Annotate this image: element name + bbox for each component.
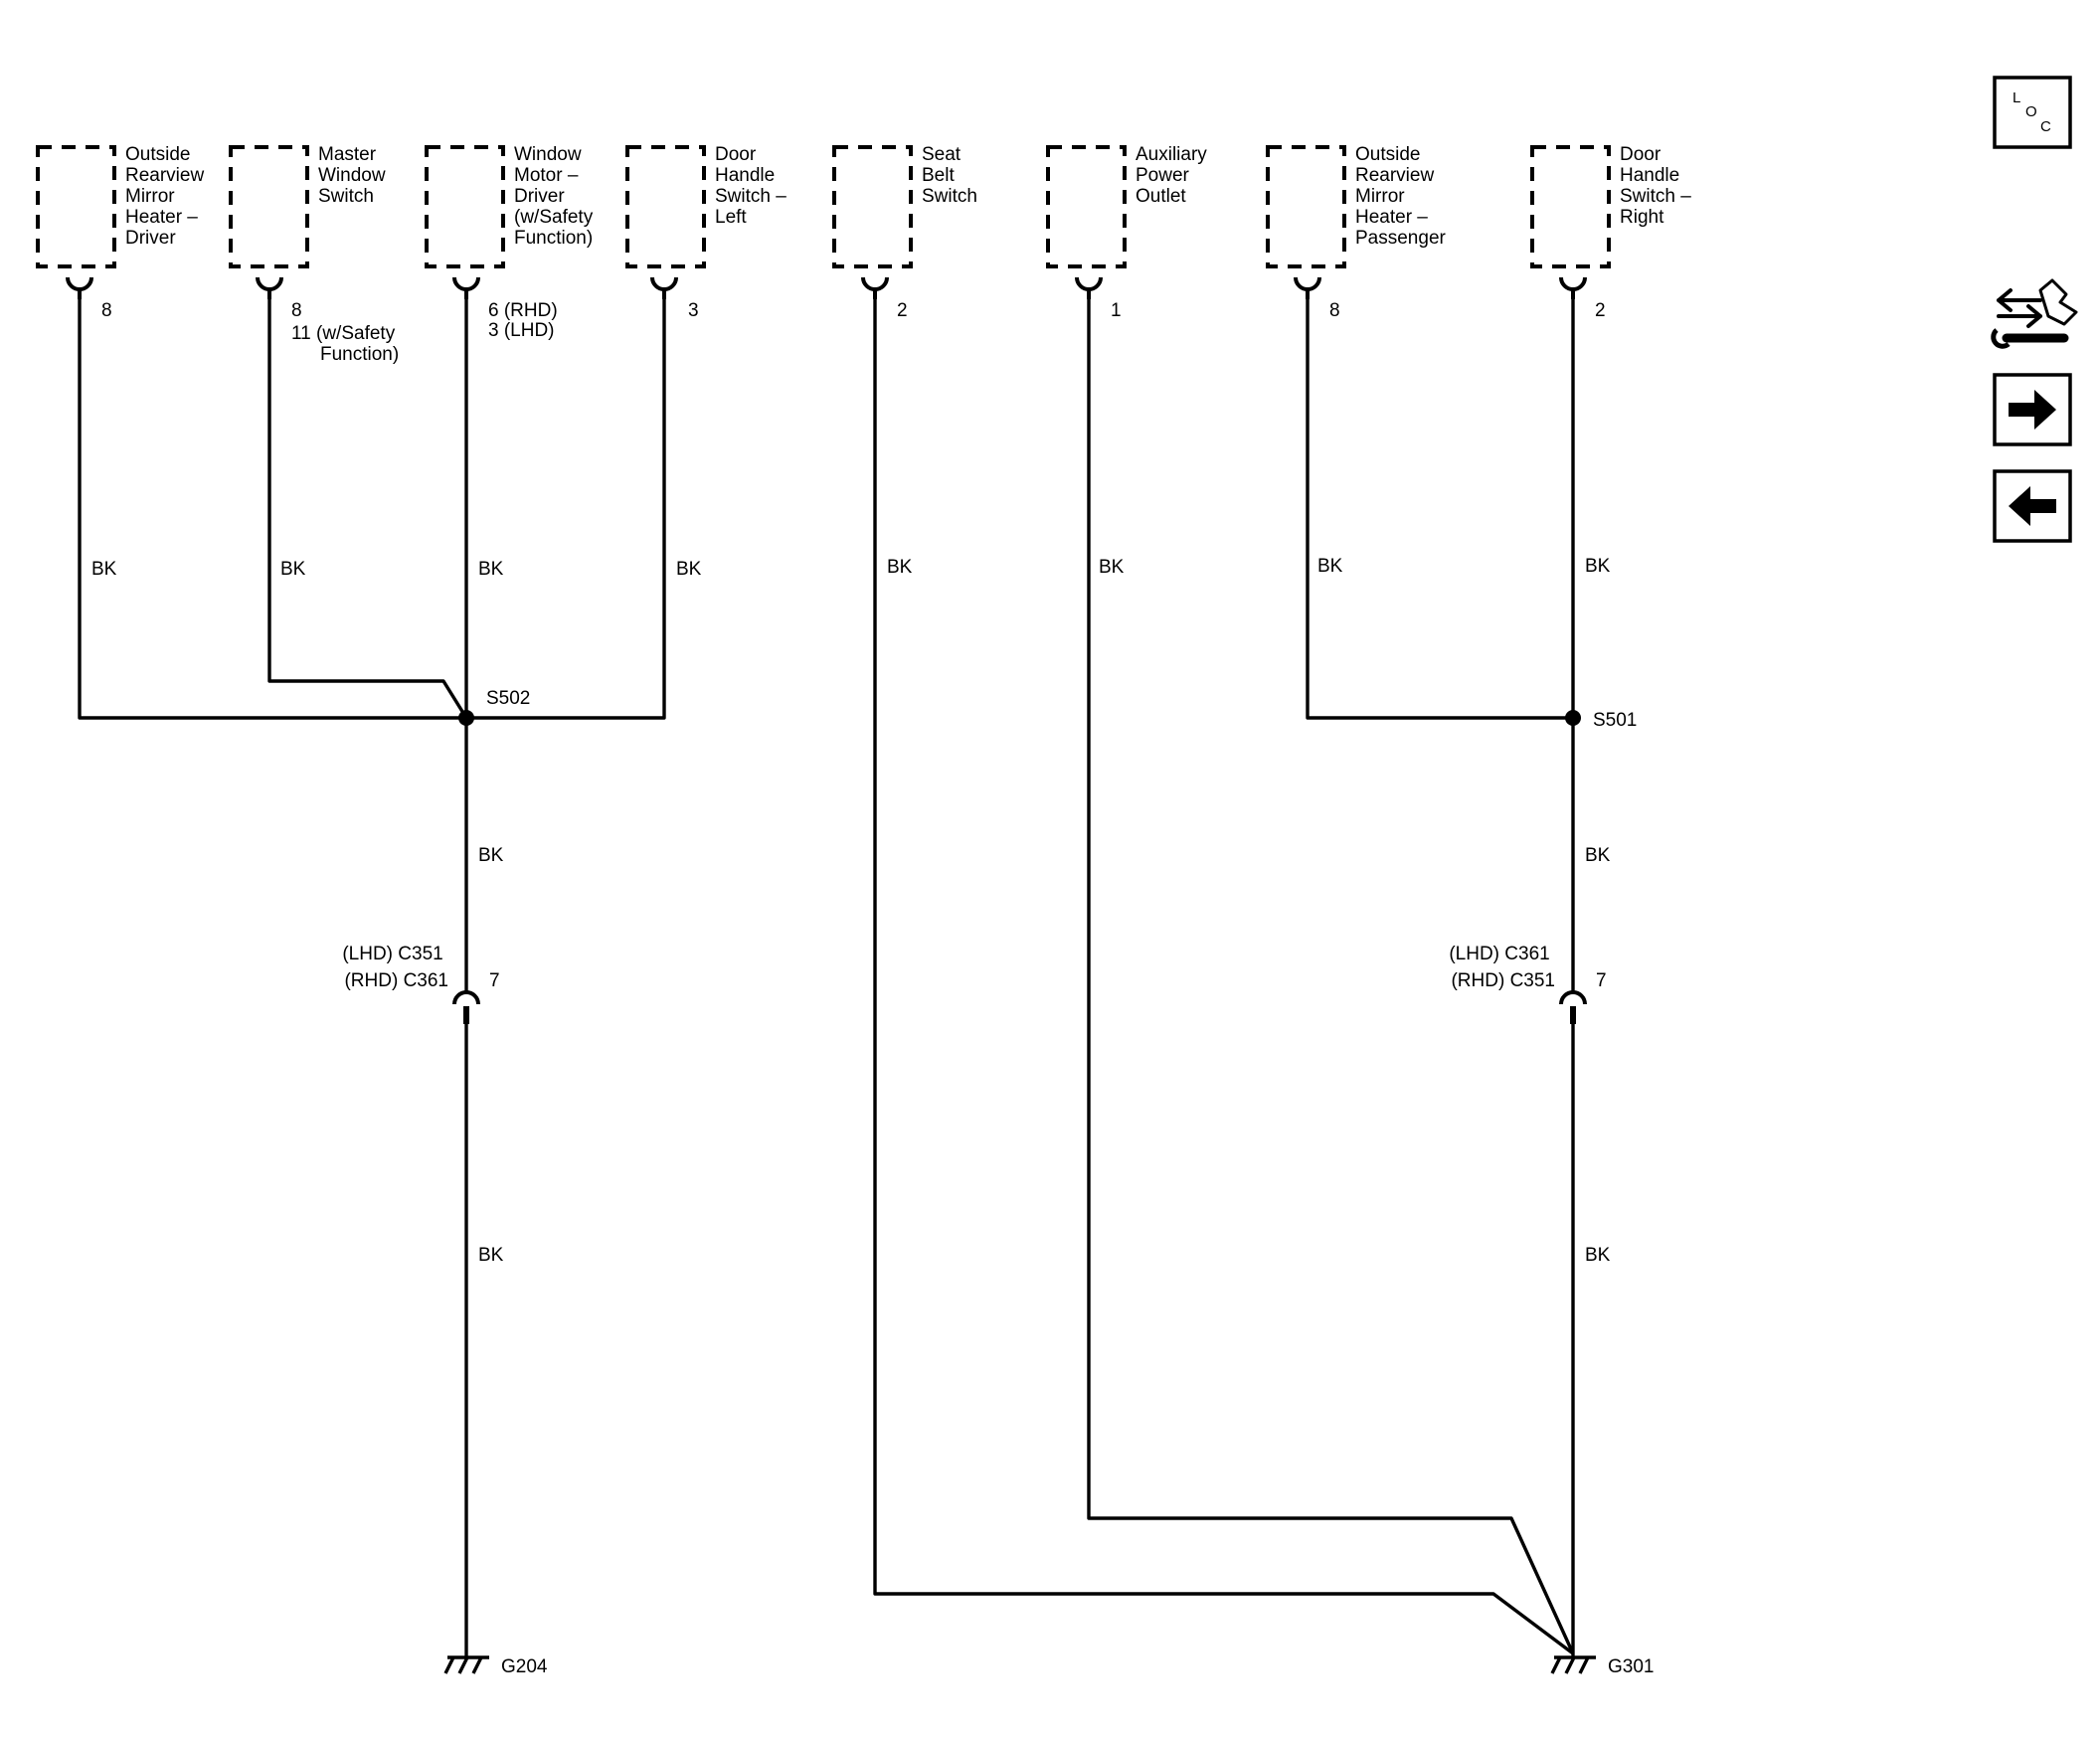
ground-label: G301 (1608, 1656, 1654, 1677)
splice-s501: S501 (1565, 710, 1637, 731)
wire-color-label: BK (676, 559, 702, 580)
ground-icon (1550, 1655, 1596, 1674)
component-window-motor-driver: Window Motor – Driver (w/Safety Function… (425, 144, 598, 268)
connector-tools-icon[interactable] (1991, 278, 2078, 349)
wire-mirror-heater-driver (78, 298, 466, 720)
wire-color-label: BK (478, 845, 504, 866)
wire-color-label: BK (280, 559, 306, 580)
loc-letter: O (2025, 103, 2037, 120)
splice-dot (1565, 710, 1581, 726)
component-box (832, 145, 913, 268)
wire-color-label: BK (1317, 556, 1343, 577)
inline-connector-right: (LHD) C361 (RHD) C351 7 (1449, 944, 1607, 1024)
wire-color-label: BK (1585, 845, 1611, 866)
pin-connectors (66, 276, 1587, 299)
pin-label: 3 (688, 300, 699, 321)
pin-connector-symbol (66, 276, 93, 299)
inline-connector-left: (LHD) C351 (RHD) C361 7 (342, 944, 500, 1024)
ground-label: G204 (501, 1656, 548, 1677)
arrow-right-icon (2009, 390, 2056, 430)
component-box (1266, 145, 1346, 268)
component-box (36, 145, 116, 268)
pin-label: 2 (897, 300, 908, 321)
wire-color-label: BK (91, 559, 117, 580)
pin-label: 2 (1595, 300, 1606, 321)
component-label: Outside Rearview Mirror Heater – Driver (125, 144, 209, 249)
wire-master-window-switch (267, 298, 468, 719)
wire-color-label: BK (1585, 556, 1611, 577)
next-page-button[interactable] (1993, 373, 2072, 446)
splice-label: S502 (486, 688, 530, 709)
inline-connector-label: (LHD) C351 (RHD) C361 (342, 944, 448, 991)
pin-connector-symbol (650, 276, 678, 299)
component-door-handle-switch-right: Door Handle Switch – Right (1530, 144, 1696, 268)
inline-connector-symbol (452, 990, 480, 1005)
pin-connector-symbol (1075, 276, 1103, 299)
arrow-left-icon (2009, 486, 2056, 526)
component-box (425, 145, 505, 268)
pin-connector-symbol (1559, 276, 1587, 299)
wire-auxiliary-power-outlet (1087, 298, 1575, 1654)
wire-color-labels: BK BK BK BK BK BK BK BK BK BK BK BK (91, 556, 1611, 1266)
component-label: Door Handle Switch – Left (715, 144, 791, 228)
wire-color-label: BK (887, 557, 913, 578)
component-label: Seat Belt Switch (922, 144, 977, 207)
component-label: Master Window Switch (318, 144, 391, 207)
component-auxiliary-power-outlet: Auxiliary Power Outlet (1046, 144, 1212, 268)
pin-label: 8 (101, 300, 112, 321)
pin-label: 8 11 (w/Safety Function) (291, 300, 400, 365)
component-door-handle-switch-left: Door Handle Switch – Left (625, 144, 791, 268)
loc-letter: L (2012, 89, 2020, 106)
wire-seat-belt-switch (873, 298, 1575, 1655)
splice-s502: S502 (458, 688, 530, 726)
inline-connector-pin: 7 (1596, 970, 1607, 991)
component-box (1530, 145, 1611, 268)
ground-g204: G204 (443, 1655, 548, 1677)
loc-letter: C (2040, 118, 2051, 135)
component-label: Auxiliary Power Outlet (1136, 144, 1212, 207)
splice-label: S501 (1593, 710, 1637, 731)
component-mirror-heater-passenger: Outside Rearview Mirror Heater – Passeng… (1266, 144, 1447, 268)
pin-connector-symbol (256, 276, 283, 299)
component-label: Window Motor – Driver (w/Safety Function… (514, 144, 598, 249)
previous-page-button[interactable] (1993, 469, 2072, 543)
inline-connector-label: (LHD) C361 (RHD) C351 (1449, 944, 1555, 991)
pin-label: 8 (1329, 300, 1340, 321)
wire-mirror-heater-passenger (1306, 298, 1573, 720)
pin-labels: 8 8 11 (w/Safety Function) 6 (RHD) 3 (LH… (101, 300, 1606, 365)
wire-color-label: BK (1099, 557, 1125, 578)
ground-icon (443, 1655, 489, 1674)
component-mirror-heater-driver: Outside Rearview Mirror Heater – Driver (36, 144, 209, 268)
inline-connector-pin: 7 (489, 970, 500, 991)
wire-color-label: BK (478, 1245, 504, 1266)
component-box (625, 145, 706, 268)
ground-g301: G301 (1550, 1655, 1654, 1677)
pin-connector-symbol (861, 276, 889, 299)
wire-color-label: BK (478, 559, 504, 580)
component-seat-belt-switch: Seat Belt Switch (832, 144, 977, 268)
wires (78, 298, 1575, 1657)
component-label: Outside Rearview Mirror Heater – Passeng… (1355, 144, 1447, 249)
component-master-window-switch: Master Window Switch (229, 144, 391, 268)
pin-label: 6 (RHD) 3 (LHD) (488, 300, 563, 341)
splice-dot (458, 710, 474, 726)
component-box (229, 145, 309, 268)
wire-color-label: BK (1585, 1245, 1611, 1266)
inline-connector-symbol (1559, 990, 1587, 1005)
pin-connector-symbol (452, 276, 480, 299)
wire-door-handle-switch-left (466, 298, 666, 720)
component-box (1046, 145, 1127, 268)
pin-label: 1 (1111, 300, 1122, 321)
pin-connector-symbol (1294, 276, 1321, 299)
loc-button[interactable]: L O C (1993, 76, 2072, 149)
component-label: Door Handle Switch – Right (1620, 144, 1696, 228)
